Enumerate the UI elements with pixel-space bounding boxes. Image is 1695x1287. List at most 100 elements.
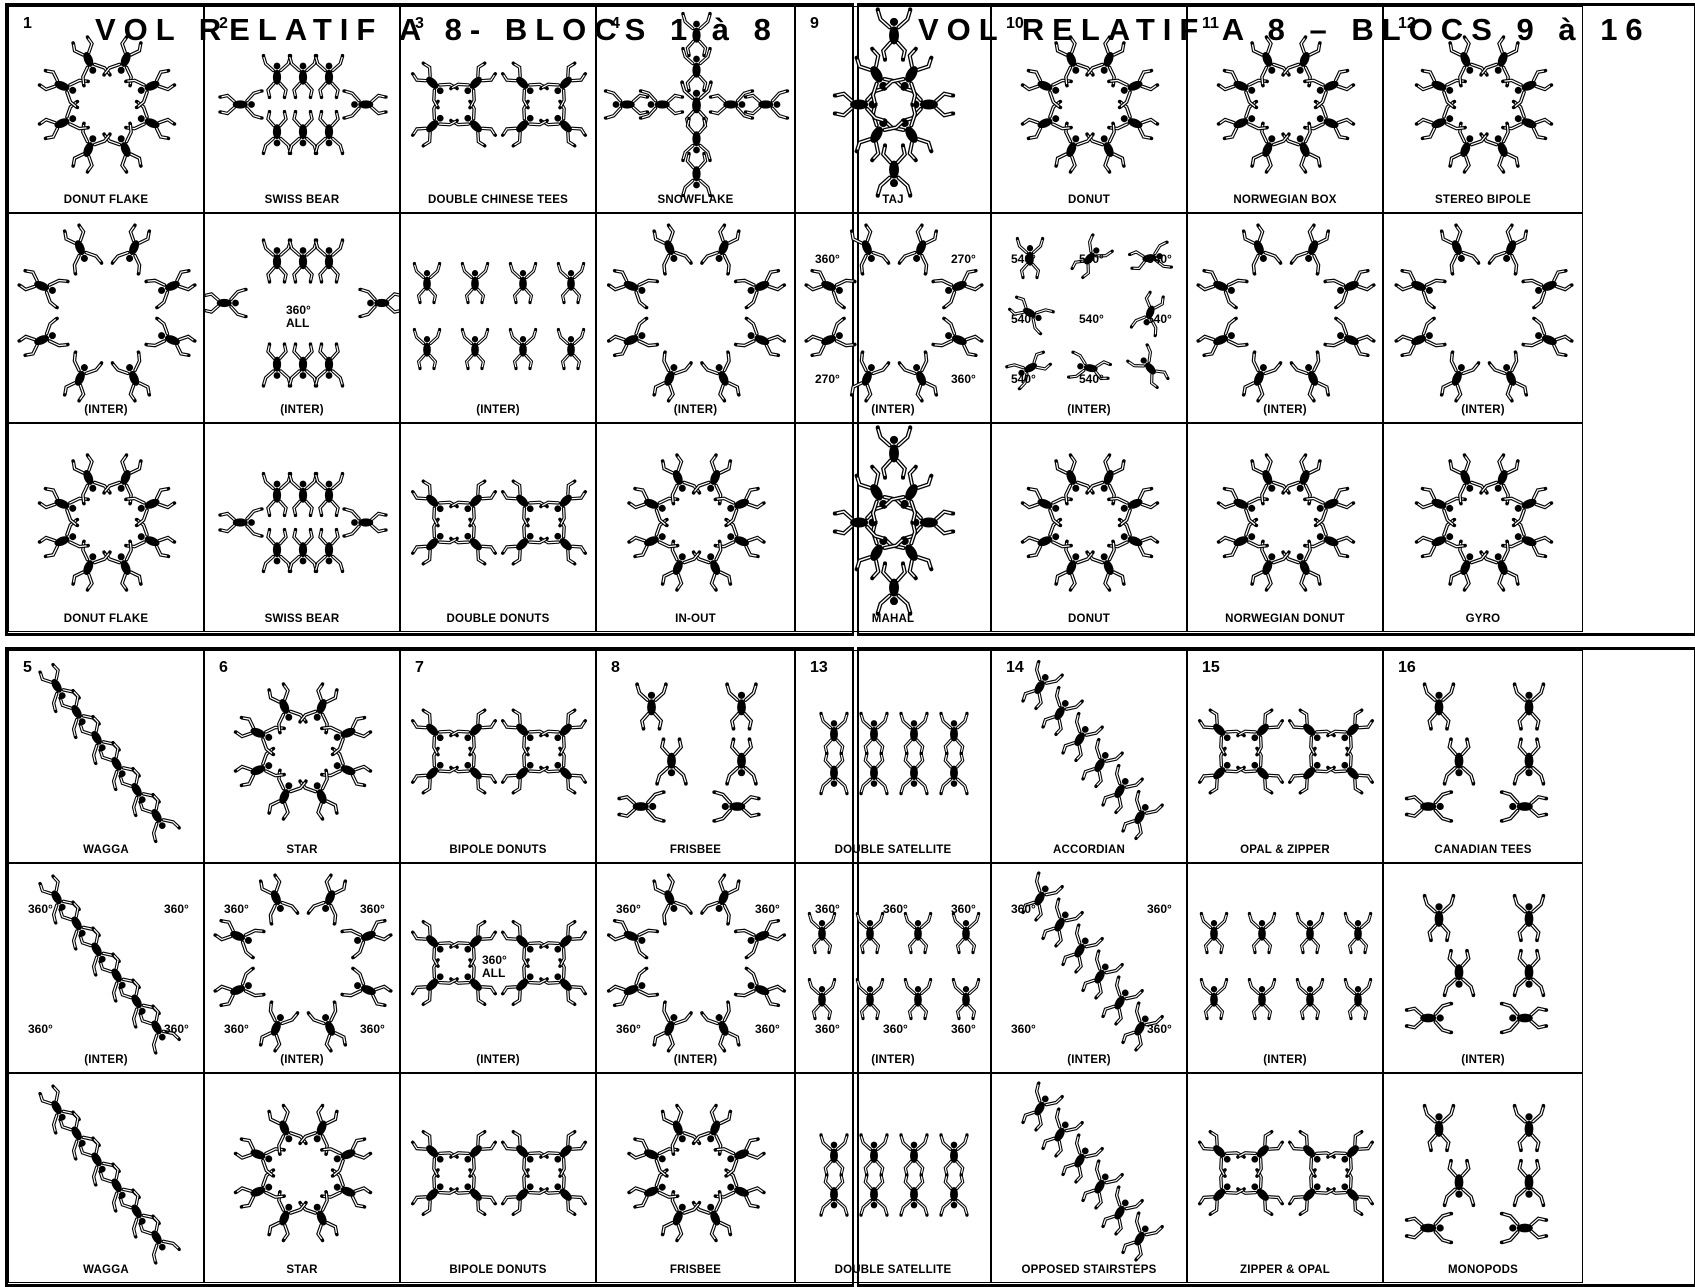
formation-cell: 8FRISBEE (596, 650, 795, 863)
skydiver-figure (1235, 704, 1288, 757)
skydiver-figure (700, 1000, 747, 1056)
skydiver-figure (1200, 978, 1228, 1020)
skydiver-figure (1018, 63, 1074, 110)
formation-name: DOUBLE SATELLITE (796, 1264, 990, 1276)
formation-name: FRISBEE (597, 844, 794, 856)
skydiver-figure (819, 752, 848, 795)
skydiver-figure (218, 89, 263, 119)
formation-name: DONUT (992, 613, 1186, 625)
formation-cell: OPPOSED STAIRSTEPS (991, 1073, 1187, 1283)
skydiver-figure (298, 1101, 345, 1157)
skydiver-figure (1056, 711, 1105, 765)
rotation-degree-label: 360° (1011, 1023, 1036, 1035)
skydiver-figure (1500, 1212, 1548, 1244)
skydiver-figure (406, 57, 459, 110)
rotation-degree-label: 360° (1147, 903, 1172, 915)
skydiver-figure (35, 63, 91, 110)
formation-cell: DONUT (991, 423, 1187, 632)
formation-diagram (9, 651, 204, 863)
rotation-degree-label: 360° (224, 1023, 249, 1035)
skydiver-figure (819, 712, 848, 755)
skydiver-figure (1076, 737, 1125, 791)
rotation-degree-label: 360° (815, 903, 840, 915)
skydiver-figure (939, 752, 968, 795)
formation-name: DOUBLE CHINESE TEES (401, 194, 595, 206)
skydiver-figure (1325, 746, 1378, 799)
skydiver-figure (1048, 450, 1095, 506)
formation-diagram (1188, 651, 1383, 863)
formation-name: MONOPODS (1384, 1264, 1582, 1276)
skydiver-figure (1325, 704, 1378, 757)
formation-cell: MONOPODS (1383, 1073, 1583, 1283)
skydiver-figure (509, 262, 537, 304)
skydiver-figure (1085, 32, 1132, 88)
skydiver-figure (1281, 121, 1328, 177)
inter-label: (INTER) (205, 1054, 399, 1066)
rotation-degree-label: 360° (616, 903, 641, 915)
skydiver-figure (833, 86, 887, 122)
formation-name: GYRO (1384, 613, 1582, 625)
formation-cell: BIPOLE DONUTS (400, 1073, 596, 1283)
formation-diagram (1188, 864, 1383, 1073)
formation-name: WAGGA (9, 1264, 203, 1276)
skydiver-figure (288, 238, 318, 283)
skydiver-figure (1479, 539, 1526, 595)
rotation-degree-label: 360° (815, 1023, 840, 1035)
skydiver-figure (713, 481, 769, 528)
formation-cell: 10DONUT (991, 6, 1187, 213)
rotation-degree-label: 540° (1147, 313, 1172, 325)
skydiver-figure (406, 915, 459, 968)
formation-name: OPAL & ZIPPER (1188, 844, 1382, 856)
skydiver-figure (1325, 1167, 1378, 1220)
skydiver-figure (306, 871, 353, 927)
skydiver-figure (844, 221, 891, 277)
skydiver-figure (448, 475, 501, 528)
skydiver-figure (406, 517, 459, 570)
skydiver-figure (1214, 99, 1270, 146)
skydiver-figure (904, 912, 932, 954)
skydiver-figure (35, 481, 91, 528)
rotation-degree-label: 540° (1079, 253, 1104, 265)
skydiver-figure (604, 263, 660, 310)
formation-name: STAR (205, 844, 399, 856)
formation-diagram (205, 7, 400, 213)
formation-diagram (205, 864, 400, 1073)
formation-name: BIPOLE DONUTS (401, 844, 595, 856)
skydiver-figure (1016, 1081, 1065, 1135)
skydiver-figure (1513, 949, 1545, 997)
skydiver-figure (1303, 63, 1359, 110)
skydiver-figure (1443, 1159, 1475, 1207)
formation-diagram (9, 7, 204, 213)
transition-cell: (INTER) (596, 863, 795, 1073)
skydiver-figure (413, 328, 441, 370)
skydiver-figure (725, 737, 757, 785)
skydiver-figure (1513, 682, 1545, 730)
formation-diagram (401, 214, 596, 423)
skydiver-figure (35, 99, 91, 146)
rotation-degree-label: ALL (286, 317, 309, 329)
skydiver-figure (253, 871, 300, 927)
skydiver-figure (876, 561, 912, 615)
skydiver-figure (691, 1190, 738, 1246)
skydiver-figure (844, 350, 891, 406)
skydiver-figure (1236, 221, 1283, 277)
inter-label: (INTER) (9, 404, 203, 416)
skydiver-figure (655, 737, 687, 785)
skydiver-figure (1236, 350, 1283, 406)
skydiver-figure (646, 871, 693, 927)
rotation-degree-label: 540° (1011, 313, 1036, 325)
skydiver-figure (340, 913, 396, 960)
skydiver-figure (298, 1190, 345, 1246)
formation-cell: 2SWISS BEAR (204, 6, 400, 213)
skydiver-figure (124, 517, 180, 564)
skydiver-figure (1405, 790, 1453, 822)
formation-diagram (597, 1074, 795, 1283)
skydiver-figure (876, 425, 912, 479)
skydiver-figure (1194, 263, 1250, 310)
skydiver-figure (1194, 316, 1250, 363)
formation-diagram (205, 651, 400, 863)
skydiver-figure (1423, 682, 1455, 730)
formation-cell: STAR (204, 1073, 400, 1283)
skydiver-figure (1096, 975, 1145, 1029)
rotation-degree-label: 540° (1079, 373, 1104, 385)
